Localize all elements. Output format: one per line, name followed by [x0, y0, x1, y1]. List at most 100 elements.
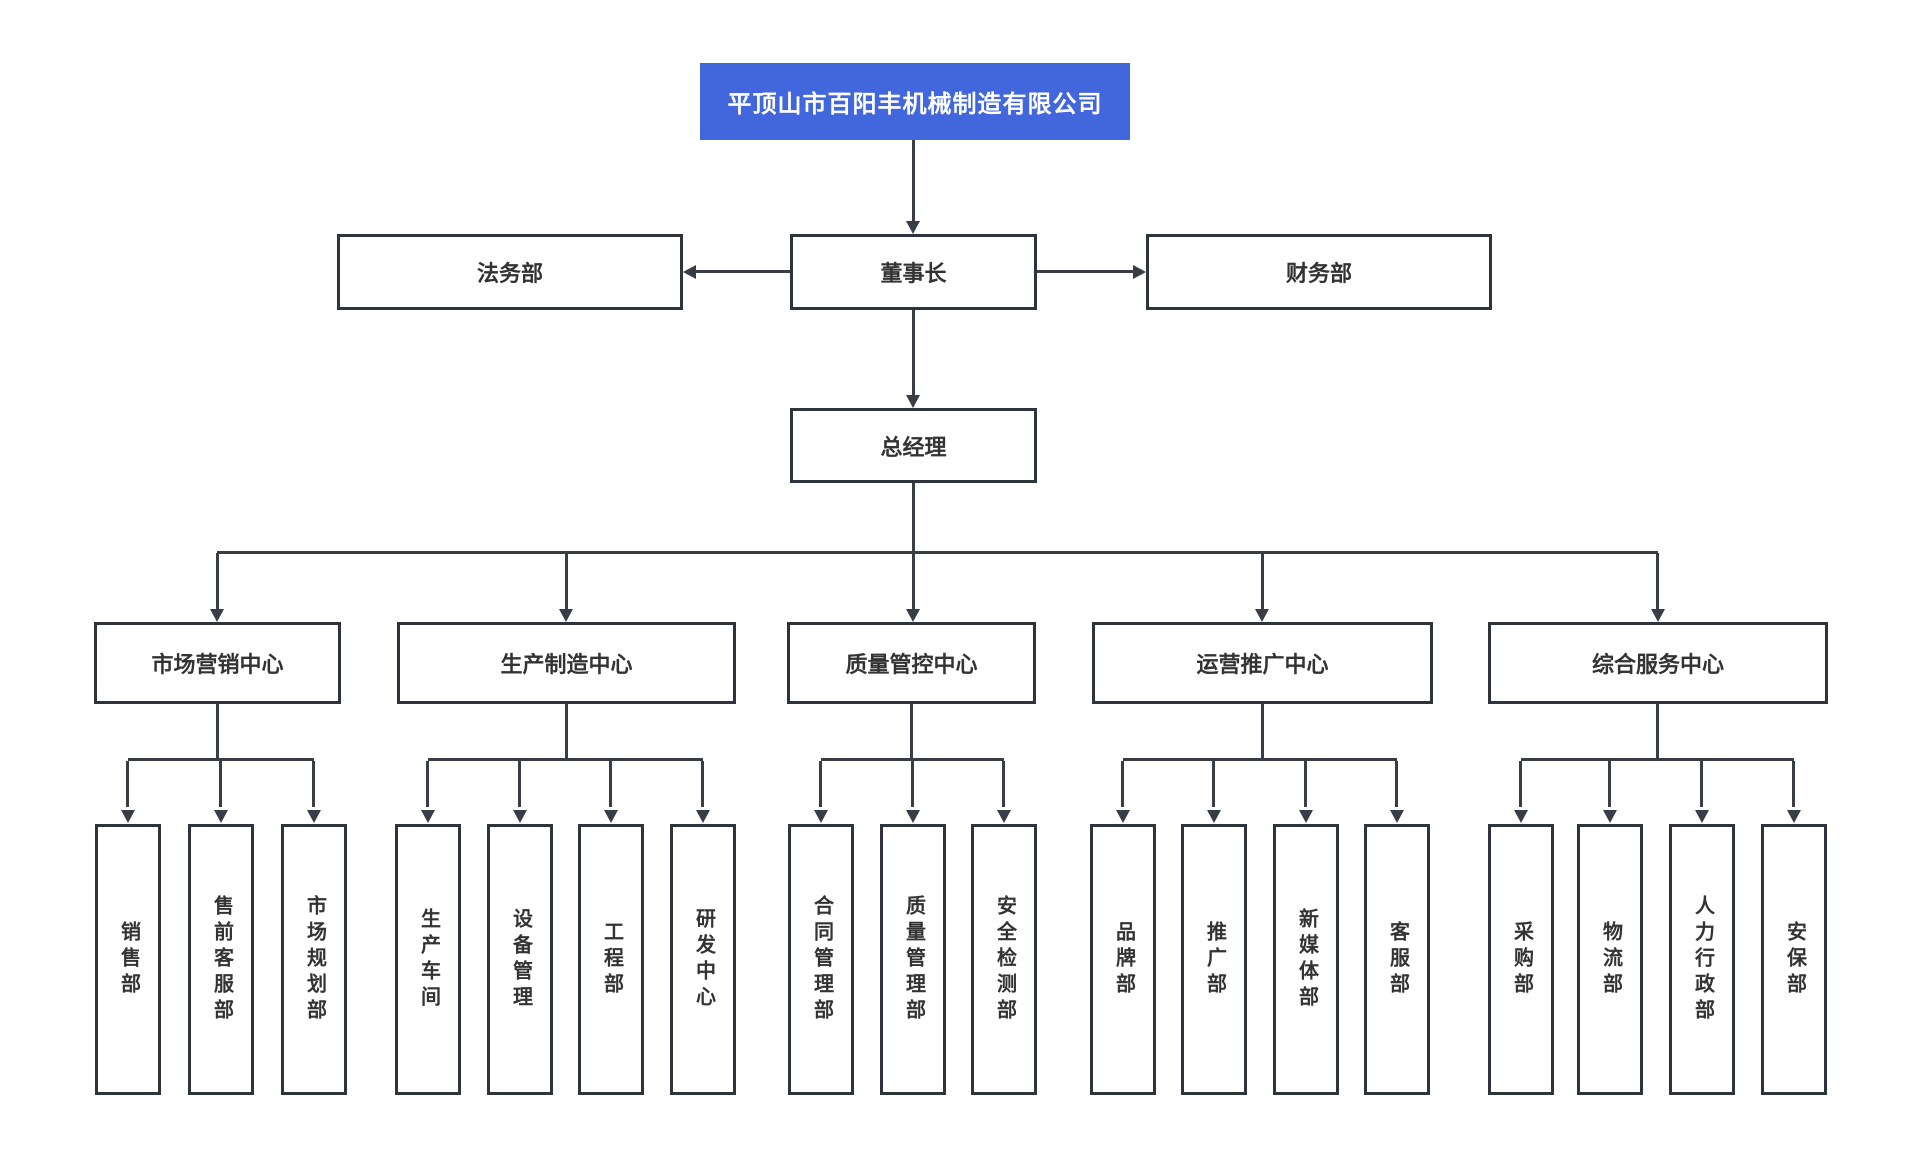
promotion-dept-label: 推广部 — [1203, 920, 1226, 999]
logistics-dept-label: 物流部 — [1599, 920, 1622, 999]
connector-drop — [1212, 761, 1215, 807]
connector-rail-group-4 — [1123, 758, 1397, 761]
arrow-down — [1603, 810, 1617, 823]
node-marketing-center: 市场营销中心 — [94, 622, 341, 704]
connector-drop — [1608, 761, 1611, 807]
connector-trunk-group-1 — [216, 704, 219, 758]
node-legal-dept: 法务部 — [337, 234, 683, 310]
rd-center-label: 研发中心 — [692, 907, 715, 1012]
connector-drop — [1792, 761, 1795, 807]
equipment-mgmt-label: 设备管理 — [509, 907, 532, 1012]
connector-rail-group-2 — [428, 758, 703, 761]
arrow-down — [814, 810, 828, 823]
connector-drop-center-2 — [565, 553, 568, 609]
connector-drop — [219, 761, 222, 807]
node-quality-center: 质量管控中心 — [787, 622, 1036, 704]
connector-company-chairman — [912, 140, 915, 221]
company-name-label: 平顶山市百阳丰机械制造有限公司 — [727, 91, 1103, 118]
node-rd-center: 研发中心 — [670, 824, 736, 1095]
node-security-dept: 安保部 — [1761, 824, 1827, 1095]
sales-dept-label: 销售部 — [117, 920, 140, 999]
node-production-center: 生产制造中心 — [397, 622, 736, 704]
connector-chairman-gm — [912, 310, 915, 395]
node-safety-inspection-dept: 安全检测部 — [971, 824, 1037, 1095]
connector-trunk-group-3 — [910, 704, 913, 758]
node-contract-mgmt-dept: 合同管理部 — [788, 824, 854, 1095]
node-services-center: 综合服务中心 — [1488, 622, 1828, 704]
arrow-down — [906, 221, 920, 234]
arrow-down — [906, 810, 920, 823]
connector-drop — [1700, 761, 1703, 807]
connector-trunk-group-5 — [1656, 704, 1659, 758]
arrow-down — [1299, 810, 1313, 823]
connector-drop — [126, 761, 129, 807]
legal-dept-label: 法务部 — [476, 261, 543, 286]
connector-drop-center-1 — [216, 553, 219, 609]
connector-drop — [426, 761, 429, 807]
node-operations-center: 运营推广中心 — [1092, 622, 1433, 704]
customer-service-dept-label: 客服部 — [1386, 920, 1409, 999]
engineering-dept-label: 工程部 — [600, 920, 623, 999]
quality-center-label: 质量管控中心 — [845, 652, 978, 677]
node-general-manager: 总经理 — [790, 408, 1037, 483]
connector-rail-group-3 — [821, 758, 1004, 761]
production-workshop-label: 生产车间 — [417, 907, 440, 1012]
arrow-right — [1133, 265, 1146, 279]
arrow-down — [559, 609, 573, 622]
arrow-down — [906, 395, 920, 408]
marketing-center-label: 市场营销中心 — [151, 652, 284, 677]
node-chairman: 董事长 — [790, 234, 1037, 310]
connector-drop — [1519, 761, 1522, 807]
arrow-down — [1390, 810, 1404, 823]
node-logistics-dept: 物流部 — [1577, 824, 1643, 1095]
connector-gm-trunk — [912, 483, 915, 609]
node-brand-dept: 品牌部 — [1090, 824, 1156, 1095]
connector-drop-center-4 — [1261, 553, 1264, 609]
node-promotion-dept: 推广部 — [1181, 824, 1247, 1095]
contract-mgmt-dept-label: 合同管理部 — [810, 894, 833, 1025]
connector-drop — [1304, 761, 1307, 807]
safety-inspection-dept-label: 安全检测部 — [993, 894, 1016, 1025]
operations-center-label: 运营推广中心 — [1196, 652, 1329, 677]
arrow-down — [906, 609, 920, 622]
arrow-down — [1695, 810, 1709, 823]
node-company: 平顶山市百阳丰机械制造有限公司 — [700, 63, 1130, 140]
arrow-down — [1116, 810, 1130, 823]
arrow-down — [1787, 810, 1801, 823]
arrow-down — [210, 609, 224, 622]
node-hr-admin-dept: 人力行政部 — [1669, 824, 1735, 1095]
services-center-label: 综合服务中心 — [1591, 652, 1724, 677]
general-manager-label: 总经理 — [880, 434, 947, 460]
node-customer-service-dept: 客服部 — [1364, 824, 1430, 1095]
connector-drop — [819, 761, 822, 807]
hr-admin-dept-label: 人力行政部 — [1691, 894, 1714, 1025]
node-quality-mgmt-dept: 质量管理部 — [880, 824, 946, 1095]
arrow-down — [1207, 810, 1221, 823]
new-media-dept-label: 新媒体部 — [1295, 907, 1318, 1012]
arrow-down — [214, 810, 228, 823]
connector-chairman-finance — [1037, 270, 1133, 273]
connector-drop — [1121, 761, 1124, 807]
arrow-down — [1651, 609, 1665, 622]
chairman-label: 董事长 — [880, 261, 947, 286]
connector-drop — [911, 761, 914, 807]
node-procurement-dept: 采购部 — [1488, 824, 1554, 1095]
brand-dept-label: 品牌部 — [1112, 920, 1135, 999]
node-market-planning-dept: 市场规划部 — [281, 824, 347, 1095]
connector-trunk-group-2 — [565, 704, 568, 758]
presales-service-dept-label: 售前客服部 — [210, 894, 233, 1025]
quality-mgmt-dept-label: 质量管理部 — [902, 894, 925, 1025]
connector-trunk-group-4 — [1261, 704, 1264, 758]
connector-rail-group-5 — [1521, 758, 1794, 761]
connector-drop — [518, 761, 521, 807]
connector-drop — [312, 761, 315, 807]
arrow-left — [683, 265, 696, 279]
security-dept-label: 安保部 — [1783, 920, 1806, 999]
node-production-workshop: 生产车间 — [395, 824, 461, 1095]
arrow-down — [696, 810, 710, 823]
node-engineering-dept: 工程部 — [578, 824, 644, 1095]
connector-gm-rail — [217, 551, 1658, 554]
finance-dept-label: 财务部 — [1285, 261, 1352, 286]
node-equipment-mgmt: 设备管理 — [487, 824, 553, 1095]
